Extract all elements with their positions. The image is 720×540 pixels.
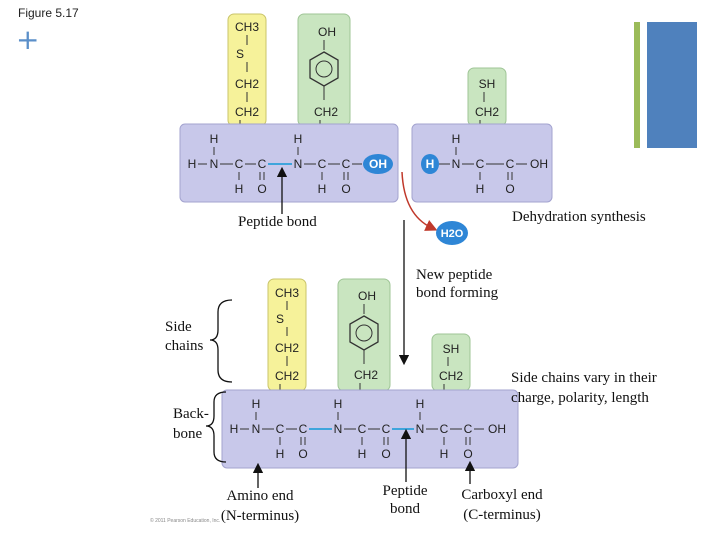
chem-sh: SH [479,77,496,91]
figure-label: Figure 5.17 [18,6,79,20]
chem-n: N [452,157,461,171]
chem-ch2: CH2 [275,341,299,355]
chem-o: O [341,182,350,196]
chem-ch3: CH3 [275,286,299,300]
chem-s: S [276,312,284,326]
dehydration-arrow [401,171,438,231]
chem-oh: OH [369,157,387,171]
chem-h: H [358,447,367,461]
chem-oh: OH [358,289,376,303]
accent-bar-blue [647,22,697,148]
chem-h: H [476,182,485,196]
side-chains-brace [209,299,233,383]
chem-c: C [464,422,473,436]
chem-oh: OH [530,157,548,171]
chem-c: C [258,157,267,171]
chem-h: H [426,157,435,171]
chem-h: H [252,397,261,411]
chem-c: C [299,422,308,436]
side-chains-label: Side chains [165,319,204,354]
chem-n: N [210,157,219,171]
chem-o: O [298,447,307,461]
accent-bar-green [634,22,640,148]
peptide-bond-label: Peptide bond [238,214,317,230]
carboxyl-end-label: Carboxyl end (C-terminus) [461,487,543,523]
chem-c: C [342,157,351,171]
chem-ch2: CH2 [314,105,338,119]
chem-o: O [505,182,514,196]
chem-h: H [230,422,239,436]
chem-o: O [257,182,266,196]
chem-sh: SH [443,342,460,356]
chem-h: H [416,397,425,411]
chem-c: C [382,422,391,436]
chem-h: H [210,132,219,146]
chem-ch2: CH2 [439,369,463,383]
chem-h: H [188,157,197,171]
copyright: © 2011 Pearson Education, Inc. [150,518,221,524]
chem-oh: OH [318,25,336,39]
peptide-bond-bottom-label: Peptide bond [382,483,428,517]
hydrogen-highlight [421,154,439,174]
chem-o: O [381,447,390,461]
chem-h: H [452,132,461,146]
chem-n: N [252,422,261,436]
chem-n: N [294,157,303,171]
chem-c: C [235,157,244,171]
chem-h: H [235,182,244,196]
chem-ch3: CH3 [235,20,259,34]
hydroxyl-highlight [363,154,393,174]
chem-n: N [334,422,343,436]
chem-oh: OH [488,422,506,436]
chem-ch2: CH2 [235,105,259,119]
chem-ch2: CH2 [354,368,378,382]
backbone-top-3 [411,123,553,203]
backbone-label: Back- bone [173,406,209,442]
chem-c: C [276,422,285,436]
chem-c: C [506,157,515,171]
chem-o: O [463,447,472,461]
chem-h: H [440,447,449,461]
chem-c: C [318,157,327,171]
amino-end-label: Amino end (N-terminus) [220,488,300,524]
new-bond-label: New peptide bond forming [416,267,499,301]
chem-c: C [476,157,485,171]
water-bubble [436,221,468,245]
backbone-brace [205,391,227,463]
chem-h: H [318,182,327,196]
side-chains-note: Side chains vary in their charge, polari… [511,370,657,406]
chem-ch2: CH2 [475,105,499,119]
chem-h: H [294,132,303,146]
chem-h: H [334,397,343,411]
chem-c: C [440,422,449,436]
chem-ch2: CH2 [275,369,299,383]
chem-c: C [358,422,367,436]
water-label: H2O [441,228,464,240]
plus-icon: + [16,23,40,56]
chem-n: N [416,422,425,436]
chem-h: H [276,447,285,461]
chem-ch2: CH2 [235,77,259,91]
dehydration-label: Dehydration synthesis [512,209,646,225]
chem-s: S [236,47,244,61]
